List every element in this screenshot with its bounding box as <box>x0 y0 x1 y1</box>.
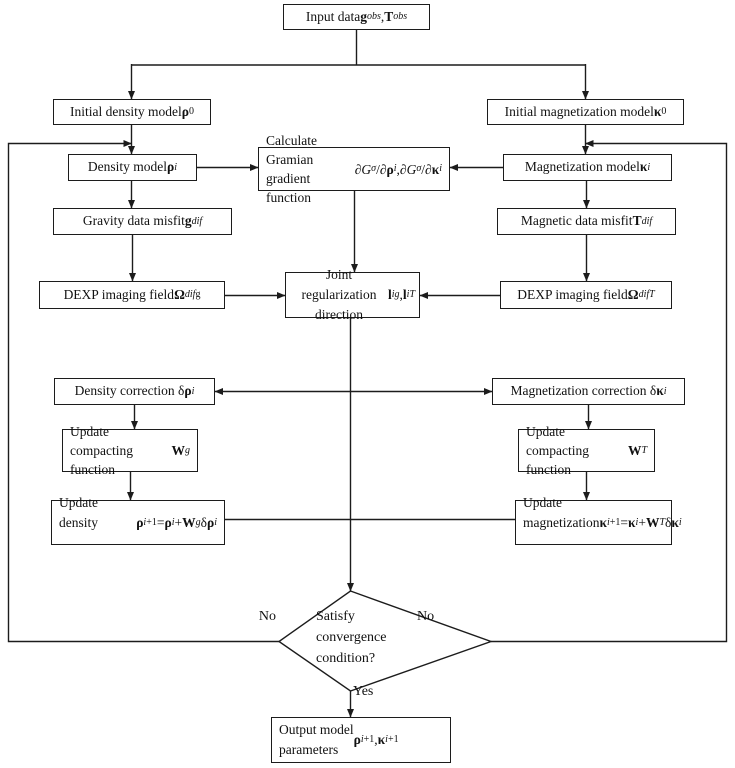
edge-label-no-right: No <box>417 609 435 624</box>
edge-label-yes: Yes <box>353 684 374 699</box>
edge-label-no-left: No <box>258 609 276 624</box>
